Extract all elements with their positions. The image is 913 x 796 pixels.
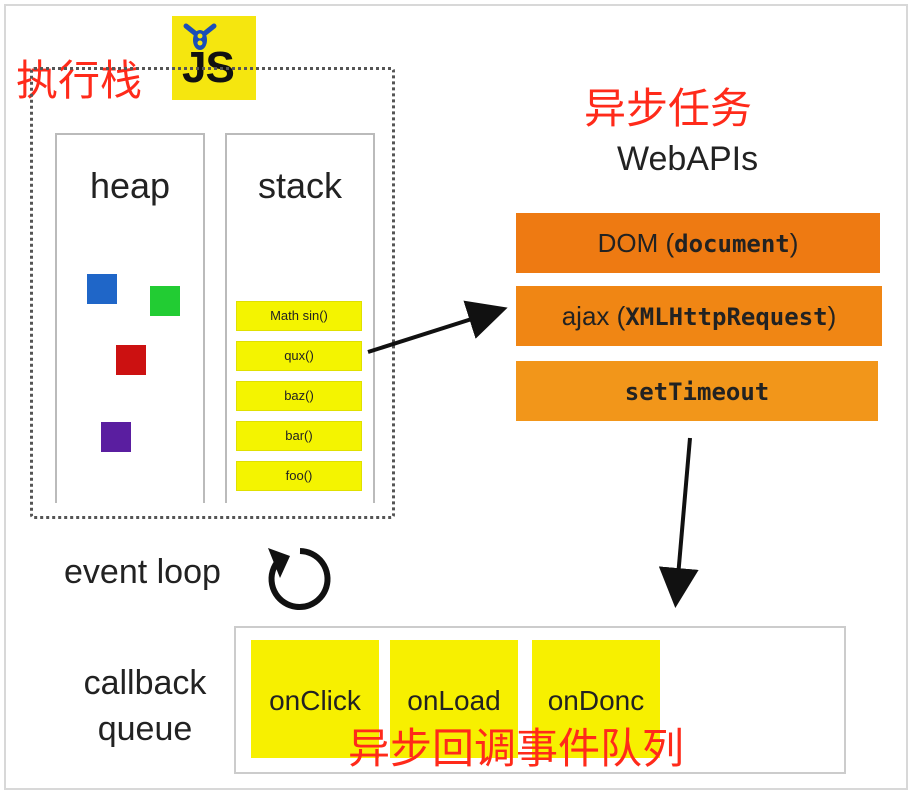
callback-item: onDonc bbox=[532, 640, 660, 758]
bug-icon bbox=[183, 23, 217, 50]
webapi-settimeout: setTimeout bbox=[516, 361, 878, 421]
webapi-dom-suffix: ) bbox=[789, 228, 799, 258]
callback-queue-box bbox=[234, 626, 846, 774]
webapi-settimeout-mono: setTimeout bbox=[624, 378, 770, 406]
heap-object bbox=[116, 345, 146, 375]
heap-object bbox=[101, 422, 131, 452]
heap-title: heap bbox=[89, 165, 171, 206]
heap-object bbox=[87, 274, 117, 304]
webapi-dom-mono: document bbox=[674, 230, 790, 258]
callback-item: onLoad bbox=[390, 640, 518, 758]
stack-frame: foo() bbox=[236, 461, 362, 491]
event-loop-label: event loop bbox=[64, 553, 221, 591]
heap-object bbox=[150, 286, 180, 316]
callback-queue-label: callback queue bbox=[70, 660, 220, 752]
stack-frame: bar() bbox=[236, 421, 362, 451]
callback-label-line1: callback bbox=[83, 664, 207, 702]
execution-stack-label: 执行栈 bbox=[16, 56, 143, 105]
webapis-title: WebAPIs bbox=[617, 140, 759, 178]
async-tasks-label: 异步任务 bbox=[584, 84, 753, 133]
stack-panel: stack bbox=[225, 133, 375, 503]
webapi-ajax: ajax (XMLHttpRequest) bbox=[516, 286, 882, 346]
callback-label-line2: queue bbox=[97, 710, 193, 748]
webapi-ajax-prefix: ajax ( bbox=[561, 301, 626, 331]
callback-item: onClick bbox=[251, 640, 379, 758]
webapi-dom: DOM (document) bbox=[516, 213, 880, 273]
webapi-dom-prefix: DOM ( bbox=[597, 228, 675, 258]
async-callback-queue-label: 异步回调事件队列 bbox=[348, 724, 685, 773]
diagram-frame bbox=[4, 4, 908, 790]
execution-context-box bbox=[30, 67, 395, 519]
webapi-ajax-suffix: ) bbox=[827, 301, 837, 331]
stack-frame: qux() bbox=[236, 341, 362, 371]
stack-title: stack bbox=[257, 165, 343, 206]
heap-panel: heap bbox=[55, 133, 205, 503]
stack-frame: baz() bbox=[236, 381, 362, 411]
webapi-ajax-mono: XMLHttpRequest bbox=[625, 303, 828, 331]
stack-frame: Math sin() bbox=[236, 301, 362, 331]
